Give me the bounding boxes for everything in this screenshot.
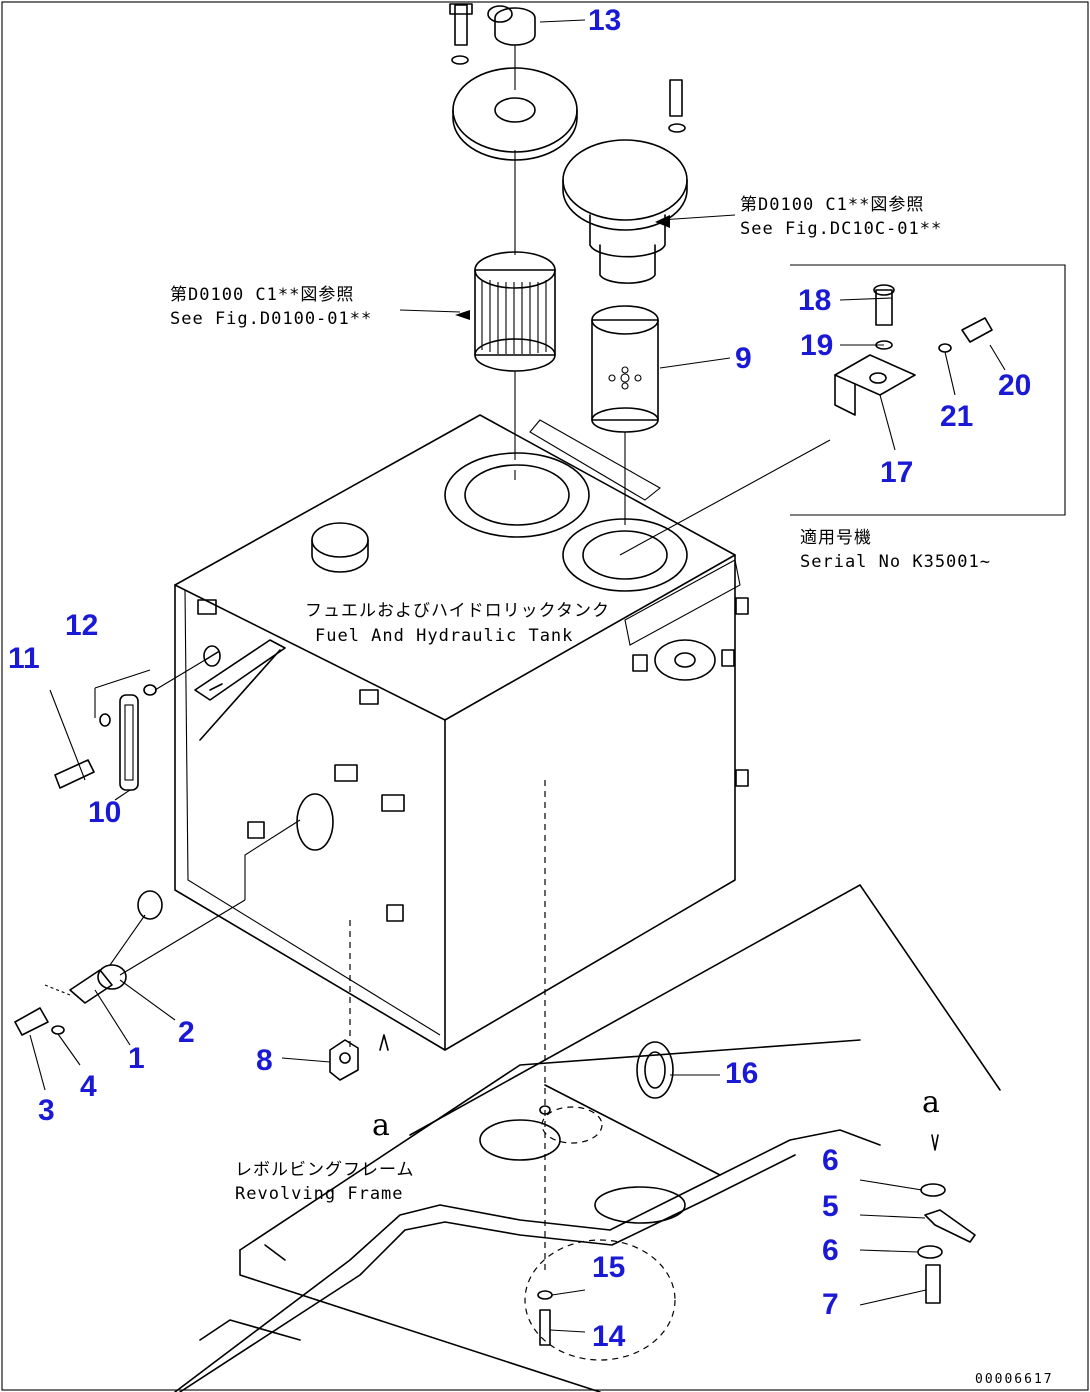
ref-top-right-jp: 第D0100 C1**図参照 — [740, 195, 924, 215]
ref-left-en: See Fig.D0100-01** — [170, 309, 372, 329]
callout-20: 20 — [998, 369, 1031, 402]
serial-en: Serial No K35001~ — [800, 552, 991, 572]
callout-11: 11 — [8, 642, 40, 675]
callout-17: 17 — [880, 456, 913, 489]
callout-1: 1 — [128, 1042, 145, 1075]
callout-12: 12 — [65, 609, 98, 642]
callout-8: 8 — [256, 1044, 273, 1077]
level-gauge — [54, 659, 206, 791]
callout-21: 21 — [940, 400, 973, 433]
frame-label-jp: レボルビングフレーム — [235, 1160, 415, 1180]
small-parts — [329, 780, 976, 1346]
callout-4: 4 — [80, 1070, 97, 1103]
callout-19: 19 — [800, 329, 833, 362]
revolving-frame — [174, 884, 1001, 1392]
ref-left-jp: 第D0100 C1**図参照 — [170, 285, 354, 305]
callout-13: 13 — [588, 4, 621, 37]
arrow-head-right — [655, 215, 670, 228]
callout-3: 3 — [38, 1094, 55, 1127]
arrow-head-left — [455, 310, 470, 320]
return-filter-assembly — [562, 79, 688, 525]
callout-18: 18 — [798, 284, 831, 317]
callout-2: 2 — [178, 1016, 195, 1049]
tank-label-jp: フュエルおよびハイドロリックタンク — [305, 601, 610, 621]
tank — [174, 414, 749, 1051]
tank-label-en: Fuel And Hydraulic Tank — [315, 626, 573, 646]
callout-15: 15 — [592, 1251, 625, 1284]
leader-lines — [29, 19, 1006, 1333]
callout-10: 10 — [88, 796, 121, 829]
callout-16: 16 — [725, 1057, 758, 1090]
callout-6-upper: 6 — [822, 1144, 839, 1177]
reference-letter-a: a — [372, 1108, 390, 1143]
ref-top-right-en: See Fig.DC10C-01** — [740, 219, 942, 239]
callout-5: 5 — [822, 1190, 839, 1223]
callout-6-lower: 6 — [822, 1234, 839, 1267]
callout-9: 9 — [735, 342, 752, 375]
callout-14: 14 — [592, 1320, 626, 1353]
breather-assembly — [449, 3, 578, 460]
reference-letter-a-2: a — [922, 1085, 940, 1120]
serial-jp: 適用号機 — [800, 528, 872, 548]
drawing-number: 00006617 — [975, 1372, 1054, 1387]
frame-label-en: Revolving Frame — [235, 1184, 404, 1204]
callout-7: 7 — [822, 1288, 839, 1321]
drain-valve — [14, 819, 301, 1036]
